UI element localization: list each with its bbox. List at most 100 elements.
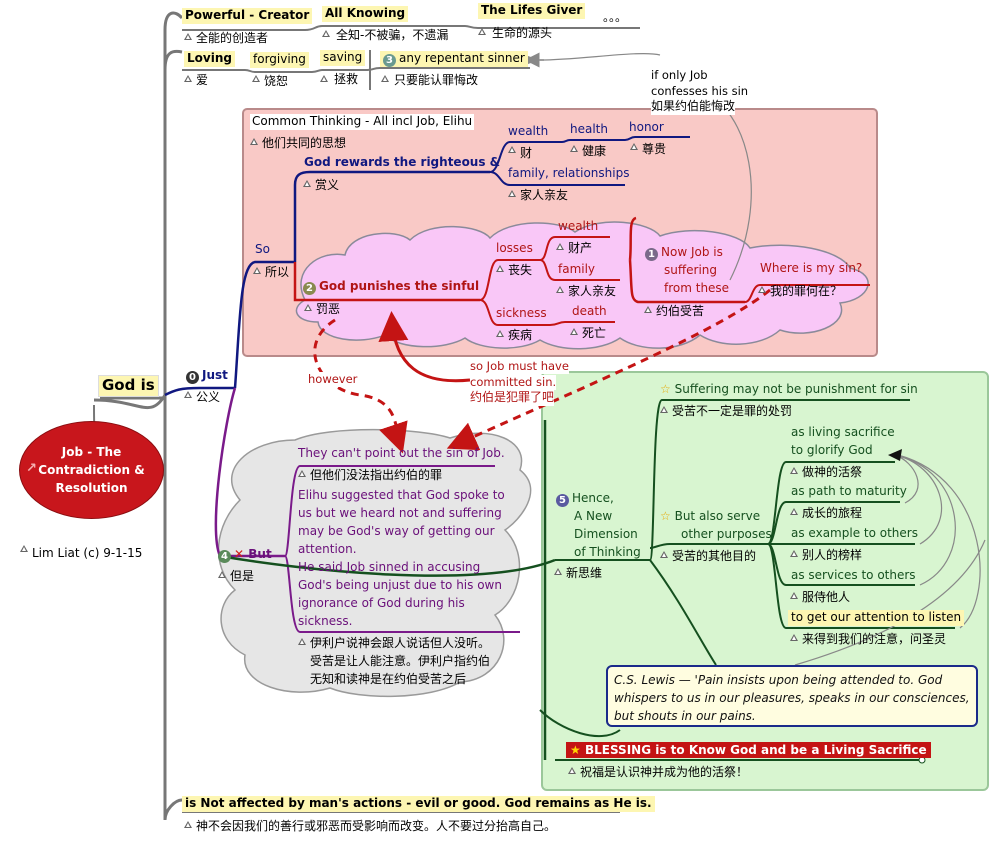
node-suffering-not-zh: 受苦不一定是罪的处罚 bbox=[672, 404, 793, 418]
node-blessing-label: BLESSING is to Know God and be a Living … bbox=[584, 743, 927, 757]
node-sickness-zh: 疾病 bbox=[508, 328, 533, 342]
number-1-icon: 1 bbox=[645, 248, 658, 261]
node-so[interactable]: So bbox=[255, 242, 270, 256]
node-path-maturity-zh: 成长的旅程 bbox=[802, 506, 863, 520]
node-family-relationships[interactable]: family, relationships bbox=[508, 166, 630, 180]
elihu-zh-line-2: 受苦是让人能注意。伊利户指约伯 bbox=[310, 654, 491, 668]
note-marker-icon bbox=[496, 330, 504, 337]
node-not-affected-zh: 神不会因我们的善行或邪恶而受影响而改变。人不要过分抬高自己。 bbox=[196, 819, 557, 833]
note-marker-icon bbox=[320, 75, 328, 82]
node-health[interactable]: health bbox=[570, 122, 608, 136]
node-forgiving[interactable]: forgiving bbox=[250, 52, 309, 68]
number-2-icon: 2 bbox=[303, 282, 316, 295]
node-cant-point-zh: 但他们没法指出约伯的罪 bbox=[310, 468, 443, 482]
node-get-attention[interactable]: to get our attention to listen bbox=[788, 610, 965, 626]
note-marker-icon bbox=[630, 143, 638, 150]
star-icon: ★ bbox=[570, 743, 581, 757]
note-marker-icon bbox=[322, 30, 330, 37]
node-honor-zh: 尊贵 bbox=[642, 142, 667, 156]
node-example-others[interactable]: as example to others bbox=[791, 526, 918, 540]
node-hence-line-3: Dimension bbox=[574, 527, 638, 541]
note-marker-icon bbox=[556, 243, 564, 250]
cs-lewis-quote[interactable]: C.S. Lewis — 'Pain insists upon being at… bbox=[606, 665, 978, 727]
node-powerful[interactable]: Powerful - Creator bbox=[182, 8, 313, 24]
note-marker-icon bbox=[381, 75, 389, 82]
god-is-node[interactable]: God is bbox=[98, 375, 159, 397]
note-marker-icon bbox=[20, 545, 28, 552]
node-suffering-not[interactable]: ☆ Suffering may not be punishment for si… bbox=[660, 382, 918, 398]
node-loss-wealth[interactable]: wealth bbox=[558, 219, 599, 233]
node-saving[interactable]: saving bbox=[320, 50, 366, 66]
note-marker-icon bbox=[660, 406, 668, 413]
note-marker-icon bbox=[790, 508, 798, 515]
new-dimension-box bbox=[541, 371, 989, 791]
elihu-line-1: Elihu suggested that God spoke to bbox=[298, 488, 505, 502]
if-only-zh: 如果约伯能悔改 bbox=[651, 99, 736, 115]
elihu-zh-line-3: 无知和读神是在约伯受苦之后 bbox=[310, 672, 467, 686]
node-so-zh: 所以 bbox=[265, 265, 290, 279]
note-marker-icon bbox=[790, 634, 798, 641]
node-serve[interactable]: ☆ But also serve bbox=[660, 509, 760, 525]
node-rewards[interactable]: God rewards the righteous & bbox=[304, 155, 501, 169]
elihu-line-3: may be God's way of getting our bbox=[298, 524, 495, 538]
number-4-icon: 4 bbox=[218, 550, 231, 563]
node-loss-family[interactable]: family bbox=[558, 262, 596, 276]
note-marker-icon bbox=[218, 571, 226, 578]
node-living-sacrifice-zh: 做神的活祭 bbox=[802, 465, 863, 479]
number-3-icon: 3 bbox=[383, 54, 396, 67]
node-but[interactable]: 4✕ But bbox=[218, 547, 272, 563]
node-blessing[interactable]: ★ BLESSING is to Know God and be a Livin… bbox=[566, 742, 931, 758]
node-cant-point[interactable]: They can't point out the sin of Job. bbox=[298, 446, 505, 460]
node-death[interactable]: death bbox=[572, 304, 607, 318]
credit-label: Lim Liat (c) 9-1-15 bbox=[32, 546, 143, 560]
note-marker-icon bbox=[250, 138, 258, 145]
node-loving[interactable]: Loving bbox=[184, 51, 235, 67]
node-services-others-zh: 服侍他人 bbox=[802, 590, 851, 604]
central-topic[interactable]: ↗ Job - The Contradiction & Resolution bbox=[19, 421, 164, 519]
node-repentant-zh: 只要能认罪悔改 bbox=[394, 73, 479, 87]
node-family-relationships-zh: 家人亲友 bbox=[520, 188, 569, 202]
node-all-knowing[interactable]: All Knowing bbox=[322, 6, 409, 22]
note-marker-icon bbox=[570, 145, 578, 152]
node-punishes-label: God punishes the sinful bbox=[319, 279, 480, 293]
node-now-job-line-1: Now Job is bbox=[661, 245, 723, 259]
note-marker-icon bbox=[508, 190, 516, 197]
node-serve-line-2: other purposes bbox=[681, 527, 772, 541]
node-loss-wealth-zh: 财产 bbox=[568, 241, 593, 255]
elihu-line-8: sickness. bbox=[298, 614, 353, 628]
number-0-icon: 0 bbox=[186, 371, 199, 384]
node-example-others-zh: 别人的榜样 bbox=[802, 548, 863, 562]
node-powerful-zh: 全能的创造者 bbox=[196, 31, 269, 45]
elihu-line-2: us but we heard not and suffering bbox=[298, 506, 502, 520]
node-services-others[interactable]: as services to others bbox=[791, 568, 916, 582]
node-suffering-not-label: Suffering may not be punishment for sin bbox=[674, 382, 918, 396]
red-cross-icon: ✕ bbox=[234, 547, 245, 561]
node-path-maturity[interactable]: as path to maturity bbox=[791, 484, 907, 498]
node-hence-zh: 新思维 bbox=[566, 566, 603, 580]
node-now-job-line-3: from these bbox=[664, 281, 730, 295]
node-living-sacrifice[interactable]: as living sacrifice bbox=[791, 425, 895, 439]
link-arrow-icon: ↗ bbox=[26, 461, 37, 476]
if-only-line-1: if only Job bbox=[651, 68, 708, 83]
node-lifes-giver[interactable]: The Lifes Giver bbox=[478, 3, 586, 19]
central-title-line-1: Job - The bbox=[61, 445, 122, 459]
node-sickness[interactable]: sickness bbox=[496, 306, 547, 320]
note-marker-icon bbox=[644, 306, 652, 313]
node-where-sin-zh: 我的罪何在？ bbox=[770, 284, 843, 298]
elihu-line-7: ignorance of God during his bbox=[298, 596, 465, 610]
node-where-sin[interactable]: Where is my sin? bbox=[760, 261, 863, 275]
node-hence-line-1: Hence, bbox=[572, 491, 614, 505]
ellipsis-node[interactable]: 。。。 bbox=[603, 10, 628, 24]
node-losses[interactable]: losses bbox=[496, 241, 533, 255]
node-not-affected[interactable]: is Not affected by man's actions - evil … bbox=[182, 796, 655, 812]
node-forgiving-zh: 饶恕 bbox=[264, 74, 289, 88]
common-thinking-title[interactable]: Common Thinking - All incl Job, Elihu bbox=[250, 114, 475, 130]
node-honor[interactable]: honor bbox=[629, 120, 664, 134]
note-marker-icon bbox=[568, 767, 576, 774]
node-wealth[interactable]: wealth bbox=[508, 124, 549, 138]
